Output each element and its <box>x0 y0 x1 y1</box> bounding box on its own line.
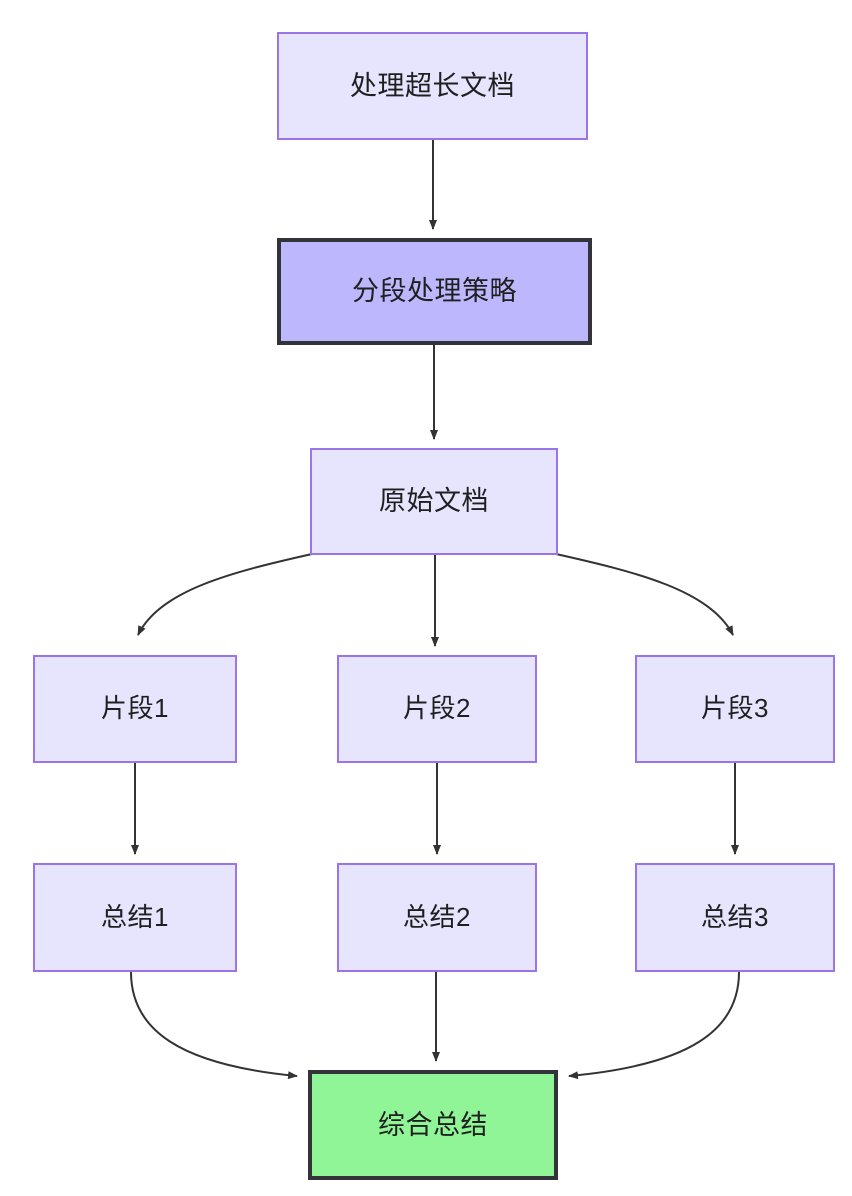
node-label: 片段2 <box>403 693 471 724</box>
node-process-long-document[interactable]: 处理超长文档 <box>277 32 588 140</box>
node-fragment-3[interactable]: 片段3 <box>635 655 835 763</box>
node-label: 总结2 <box>403 901 471 932</box>
node-fragment-1[interactable]: 片段1 <box>33 655 237 763</box>
edge-n3-f3 <box>555 553 734 636</box>
node-label: 总结3 <box>701 901 769 932</box>
edge-s3-n4 <box>568 971 740 1080</box>
node-label: 总结1 <box>101 901 169 932</box>
node-summary-1[interactable]: 总结1 <box>33 863 237 972</box>
edge-n3-f1 <box>137 553 313 636</box>
node-comprehensive-summary[interactable]: 综合总结 <box>308 1070 558 1180</box>
node-label: 原始文档 <box>379 486 489 517</box>
node-summary-3[interactable]: 总结3 <box>635 863 835 972</box>
node-label: 综合总结 <box>378 1109 488 1140</box>
node-fragment-2[interactable]: 片段2 <box>337 655 537 763</box>
node-chunking-strategy[interactable]: 分段处理策略 <box>277 238 592 345</box>
node-label: 片段3 <box>701 693 769 724</box>
node-summary-2[interactable]: 总结2 <box>337 863 537 972</box>
node-label: 片段1 <box>101 693 169 724</box>
node-label: 处理超长文档 <box>350 70 515 101</box>
node-original-document[interactable]: 原始文档 <box>310 448 558 555</box>
edge-s1-n4 <box>130 971 298 1080</box>
node-label: 分段处理策略 <box>352 276 517 307</box>
